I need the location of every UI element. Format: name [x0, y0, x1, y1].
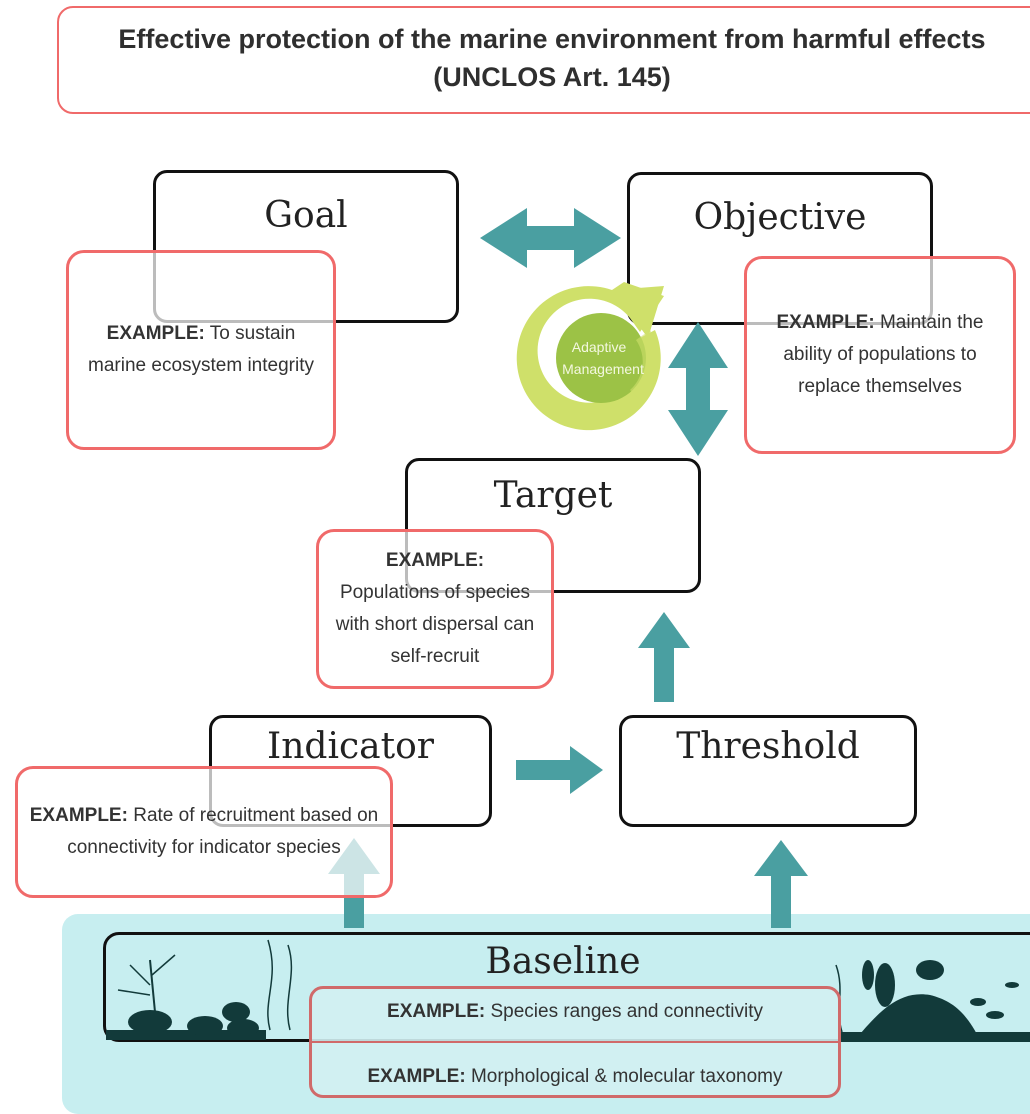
target-example-box: EXAMPLE: Populations of species with sho…	[316, 529, 554, 689]
adaptive-cycle-icon	[516, 282, 664, 431]
baseline-example-1: EXAMPLE: Species ranges and connectivity	[312, 1001, 838, 1023]
baseline-example-2-body: Morphological & molecular taxonomy	[470, 1066, 783, 1087]
goal-example-box: EXAMPLE: To sustain marine ecosystem int…	[66, 250, 336, 450]
threshold-target-arrow	[638, 612, 690, 702]
cycle-label-2: Management	[562, 361, 644, 377]
objective-example-text: EXAMPLE: Maintain the ability of populat…	[757, 307, 1003, 403]
indicator-example-box: EXAMPLE: Rate of recruitment based on co…	[15, 766, 393, 898]
target-example-text: EXAMPLE: Populations of species with sho…	[329, 545, 541, 673]
indicator-title: Indicator	[267, 726, 434, 767]
baseline-example-1-body: Species ranges and connectivity	[490, 1001, 763, 1022]
goal-example-text: EXAMPLE: To sustain marine ecosystem int…	[79, 318, 323, 382]
threshold-box: Threshold	[619, 715, 917, 827]
indicator-threshold-arrow	[516, 746, 603, 794]
indicator-example-text: EXAMPLE: Rate of recruitment based on co…	[28, 800, 380, 864]
indicator-example-label: EXAMPLE:	[29, 805, 128, 826]
objective-example-label: EXAMPLE:	[776, 312, 875, 333]
cycle-label-1: Adaptive	[572, 339, 627, 355]
threshold-title: Threshold	[676, 726, 860, 767]
goal-example-label: EXAMPLE:	[106, 323, 205, 344]
baseline-example-1-label: EXAMPLE:	[387, 1001, 486, 1022]
seabed-right-silhouette	[835, 960, 1030, 1042]
seabed-left-silhouette	[106, 939, 293, 1040]
baseline-example-box: EXAMPLE: Species ranges and connectivity…	[309, 986, 841, 1098]
objective-target-arrow	[668, 322, 728, 456]
indicator-example-body: Rate of recruitment based on connectivit…	[67, 805, 379, 858]
title-line-2: (UNCLOS Art. 145)	[433, 62, 671, 92]
baseline-example-divider	[312, 1041, 838, 1043]
target-title: Target	[493, 475, 613, 516]
page-title: Effective protection of the marine envir…	[57, 6, 1030, 114]
objective-box: Objective	[627, 172, 933, 325]
baseline-threshold-arrow	[754, 840, 808, 928]
objective-example-box: EXAMPLE: Maintain the ability of populat…	[744, 256, 1016, 454]
title-line-1: Effective protection of the marine envir…	[118, 24, 986, 54]
target-example-label: EXAMPLE:	[385, 550, 485, 571]
goal-example-body: To sustain marine ecosystem integrity	[88, 323, 314, 376]
target-example-body: Populations of species with short disper…	[335, 582, 535, 667]
goal-title: Goal	[264, 195, 348, 236]
baseline-title: Baseline	[485, 941, 641, 982]
baseline-example-2-label: EXAMPLE:	[367, 1066, 466, 1087]
baseline-example-2: EXAMPLE: Morphological & molecular taxon…	[312, 1066, 838, 1088]
objective-example-body: Maintain the ability of populations to r…	[783, 312, 984, 397]
goal-objective-arrow	[480, 208, 621, 268]
objective-title: Objective	[693, 197, 867, 238]
